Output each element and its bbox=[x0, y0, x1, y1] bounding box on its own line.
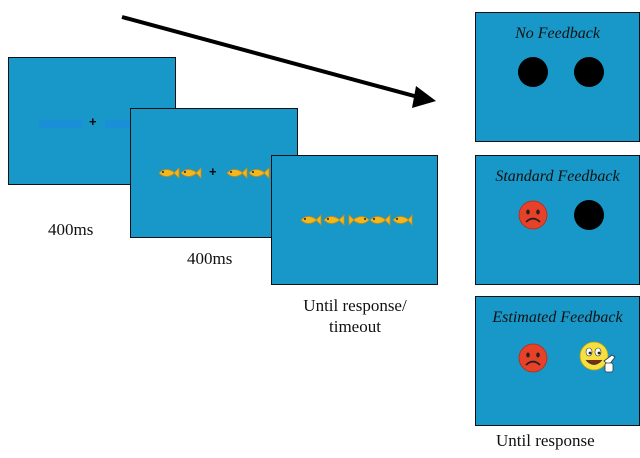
estimated-feedback-title: Estimated Feedback bbox=[492, 309, 623, 326]
no-feedback-screen: No Feedback bbox=[475, 12, 640, 142]
screen2-duration: 400ms bbox=[187, 249, 233, 268]
fixation-cross: + bbox=[209, 164, 217, 179]
standard-feedback-title: Standard Feedback bbox=[495, 168, 620, 185]
black-dot-left bbox=[518, 57, 548, 87]
sad-face-icon bbox=[518, 200, 548, 230]
sad-face-icon bbox=[518, 343, 548, 373]
target-screen bbox=[271, 155, 438, 285]
screen1-duration: 400ms bbox=[48, 220, 94, 239]
screen3-duration-line2: timeout bbox=[329, 317, 381, 336]
fish-target-array bbox=[300, 213, 413, 227]
flanker-placeholder-right bbox=[105, 120, 145, 128]
fixation-cross: + bbox=[89, 114, 97, 129]
feedback-duration: Until response bbox=[496, 431, 595, 450]
screen3-duration: Until response/ timeout bbox=[288, 295, 422, 337]
black-dot bbox=[574, 200, 604, 230]
no-feedback-title: No Feedback bbox=[515, 25, 600, 42]
black-dot-right bbox=[574, 57, 604, 87]
standard-feedback-screen: Standard Feedback bbox=[475, 155, 640, 285]
estimated-feedback-screen: Estimated Feedback bbox=[475, 296, 640, 426]
screen3-duration-line1: Until response/ bbox=[303, 296, 407, 315]
pointing-smiley-icon bbox=[579, 341, 616, 373]
fish-left-group bbox=[158, 167, 202, 179]
flanker-placeholder-left bbox=[39, 120, 83, 128]
fish-right-group bbox=[226, 167, 270, 179]
